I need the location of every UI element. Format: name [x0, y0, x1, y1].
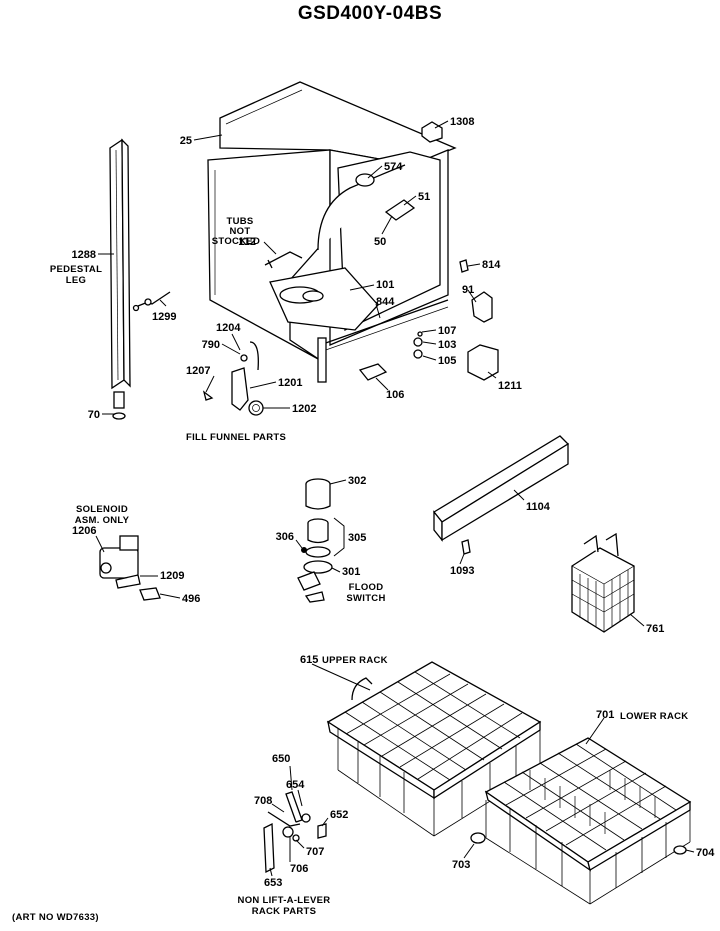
label-305: 305	[348, 532, 366, 544]
label-1206: 1206	[72, 525, 96, 537]
captions: TUBS NOT STOCKED PEDESTAL LEG FILL FUNNE…	[12, 216, 688, 923]
label-1211: 1211	[498, 380, 522, 392]
label-25: 25	[180, 135, 192, 147]
label-103: 103	[438, 339, 456, 351]
pedestal-leg	[109, 138, 131, 420]
label-703: 703	[452, 859, 470, 871]
rack-rail	[433, 435, 570, 555]
label-106: 106	[386, 389, 404, 401]
label-91: 91	[462, 284, 474, 296]
leader-lines	[95, 120, 695, 877]
label-574: 574	[384, 161, 403, 173]
caption-nonlift-2: RACK PARTS	[252, 906, 317, 917]
label-615: 615	[300, 654, 318, 666]
label-704: 704	[696, 847, 715, 859]
label-761: 761	[646, 623, 664, 635]
label-707: 707	[306, 846, 324, 858]
non-lift-a-lever-parts	[263, 791, 327, 874]
label-701: 701	[596, 709, 614, 721]
caption-flood-2: SWITCH	[346, 593, 385, 604]
caption-tubs-2: NOT	[230, 226, 251, 237]
label-650: 650	[272, 753, 290, 765]
caption-pedestal-2: LEG	[66, 275, 86, 286]
caption-flood-1: FLOOD	[349, 582, 384, 593]
label-70: 70	[88, 409, 100, 421]
label-105: 105	[438, 355, 456, 367]
label-1209: 1209	[160, 570, 184, 582]
label-101: 101	[376, 279, 394, 291]
caption-tubs-1: TUBS	[226, 216, 253, 227]
caption-pedestal-1: PEDESTAL	[50, 264, 102, 275]
label-654: 654	[286, 779, 305, 791]
label-652: 652	[330, 809, 348, 821]
solenoid-assembly	[99, 535, 161, 601]
label-1204: 1204	[216, 322, 241, 334]
diagram-title: GSD400Y-04BS	[298, 3, 442, 24]
flood-switch-assembly	[297, 478, 333, 603]
label-301: 301	[342, 566, 360, 578]
label-51: 51	[418, 191, 430, 203]
label-1201: 1201	[278, 377, 302, 389]
label-1202: 1202	[292, 403, 316, 415]
label-112: 112	[238, 236, 256, 248]
tub-assembly	[207, 81, 457, 383]
label-1288: 1288	[72, 249, 96, 261]
label-1299: 1299	[152, 311, 176, 323]
lower-rack	[470, 737, 692, 905]
label-496: 496	[182, 593, 200, 605]
label-302: 302	[348, 475, 366, 487]
label-790: 790	[202, 339, 220, 351]
tub-small-parts	[132, 259, 499, 381]
part-number-labels: 25 1308 574 51 50 112 1288 814 91 101 84…	[72, 116, 716, 889]
label-107: 107	[438, 325, 456, 337]
fill-funnel	[202, 341, 264, 416]
label-814: 814	[482, 259, 501, 271]
label-706: 706	[290, 863, 308, 875]
caption-solenoid-1: SOLENOID	[76, 504, 128, 515]
label-844: 844	[376, 296, 395, 308]
label-708: 708	[254, 795, 272, 807]
upper-rack	[326, 661, 542, 837]
art-number: (ART NO WD7633)	[12, 912, 99, 923]
label-1104: 1104	[526, 501, 551, 513]
silverware-basket	[571, 532, 635, 633]
caption-upper-rack: UPPER RACK	[322, 655, 388, 666]
label-306: 306	[276, 531, 294, 543]
label-653: 653	[264, 877, 282, 889]
label-1093: 1093	[450, 565, 474, 577]
caption-fill-funnel-parts: FILL FUNNEL PARTS	[186, 432, 286, 443]
caption-nonlift-1: NON LIFT-A-LEVER	[238, 895, 331, 906]
label-50: 50	[374, 236, 386, 248]
caption-lower-rack: LOWER RACK	[620, 711, 688, 722]
label-1207: 1207	[186, 365, 210, 377]
caption-tubs-3: STOCKED	[212, 236, 260, 247]
label-1308: 1308	[450, 116, 474, 128]
caption-solenoid-2: ASM. ONLY	[75, 515, 130, 526]
